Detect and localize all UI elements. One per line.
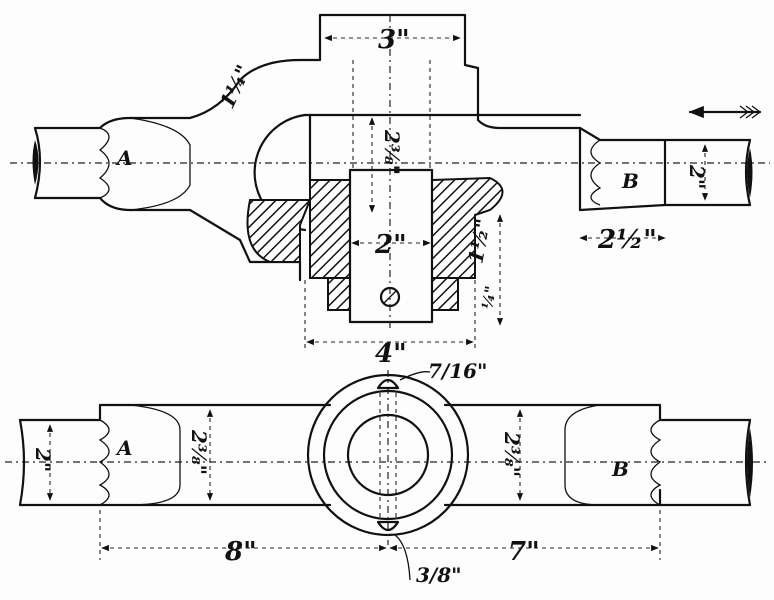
label-fork-b-bottom: B: [611, 457, 629, 481]
dim-fork-length: 2½": [597, 225, 657, 255]
top-view: 3" 1¼" 2⅜" A B 2" 2½" 2" 1½" ¼" 4": [10, 13, 770, 369]
label-fork-a-bottom: A: [115, 436, 133, 460]
section-hatch-right: [431, 176, 504, 279]
dim-body-width: 4": [375, 339, 407, 369]
dim-neck-right: 2⅜": [500, 431, 524, 477]
top-outline: [33, 13, 752, 142]
direction-arrow-icon: [688, 105, 762, 119]
bottom-view: 7/16" 2" A B 2⅜" 2⅜" 8" 7" 3/8": [5, 359, 770, 587]
pin: [348, 168, 434, 324]
dim-right-length: 7": [508, 537, 540, 567]
label-fork-b-top: B: [621, 169, 639, 193]
dim-boss-depth: 2⅜": [380, 129, 404, 175]
dim-boss-width: 3": [378, 25, 410, 55]
dim-pin-hole: 7/16": [428, 359, 487, 383]
dim-nut-height: ¼": [478, 284, 500, 310]
dim-neck-left: 2⅜": [187, 429, 211, 475]
dim-left-length: 8": [224, 537, 257, 567]
label-fork-a-top: A: [115, 146, 133, 170]
dim-shaft-dia-bottom: 2": [31, 447, 55, 472]
dim-eye-radius: 1¼": [215, 61, 256, 112]
section-hatch-left: [246, 199, 312, 263]
dim-shaft-dia-top: 2": [685, 164, 709, 189]
dim-key-width: 3/8": [416, 563, 462, 587]
dim-pin-dia: 2": [374, 230, 407, 260]
bottom-left-outline: [33, 196, 302, 282]
